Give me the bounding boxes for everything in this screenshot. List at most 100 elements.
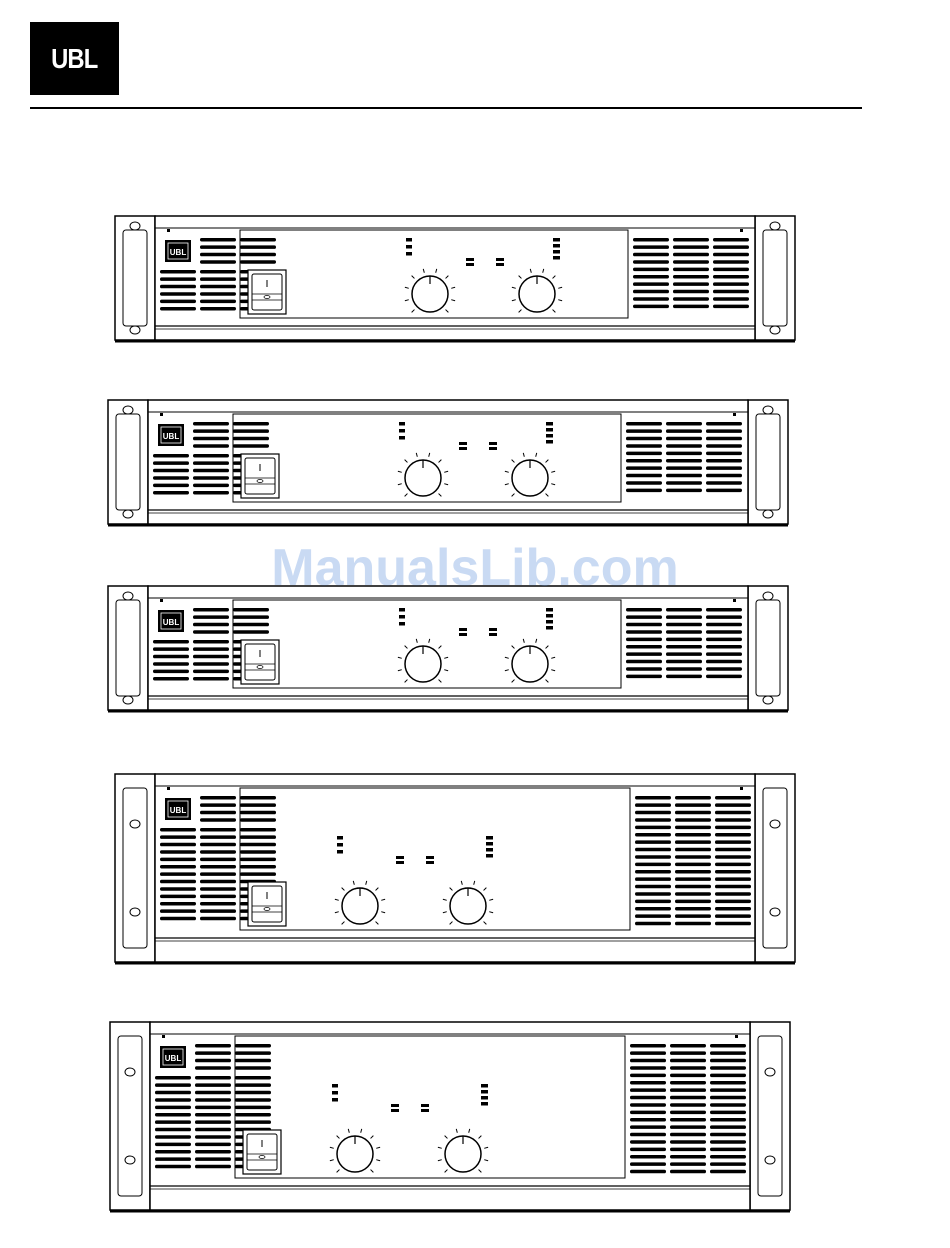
- vent-slot-right: [635, 803, 671, 807]
- mount-hole: [123, 592, 133, 600]
- vent-slot-left: [193, 444, 229, 448]
- vent-slot-left: [160, 872, 196, 876]
- vent-slot-right: [675, 877, 711, 881]
- vent-slot-right: [715, 840, 751, 844]
- vent-slot-left: [240, 850, 276, 854]
- vent-slot-right: [675, 855, 711, 859]
- vent-slot-left: [240, 835, 276, 839]
- led-meter-left: [399, 608, 405, 612]
- vent-slot-right: [710, 1140, 746, 1144]
- vent-slot-left: [200, 796, 236, 800]
- vent-slot-right: [635, 840, 671, 844]
- vent-slot-right: [675, 811, 711, 815]
- vent-slot-right: [706, 444, 742, 448]
- led-meter-left: [332, 1084, 338, 1088]
- led-meter-right: [546, 614, 553, 618]
- vent-slot-right: [706, 608, 742, 612]
- screw: [733, 413, 736, 416]
- vent-slot-left: [160, 858, 196, 862]
- vent-slot-right: [626, 652, 662, 656]
- vent-slot-left: [155, 1091, 191, 1095]
- vent-slot-left: [200, 260, 236, 264]
- status-led-1: [459, 442, 467, 445]
- amplifier-front-panel-1: UBL: [115, 216, 795, 342]
- vent-slot-left: [155, 1157, 191, 1161]
- rack-handle-right: [758, 1036, 782, 1196]
- mount-hole: [123, 406, 133, 414]
- vent-slot-right: [706, 452, 742, 456]
- vent-slot-left: [235, 1106, 271, 1110]
- vent-slot-left: [155, 1076, 191, 1080]
- status-led-2: [426, 861, 434, 864]
- rack-handle-left: [123, 230, 147, 326]
- vent-slot-left: [193, 476, 229, 480]
- vent-slot-right: [713, 297, 749, 301]
- screw: [160, 413, 163, 416]
- status-led-1: [459, 633, 467, 636]
- vent-slot-right: [666, 615, 702, 619]
- vent-slot-right: [675, 796, 711, 800]
- vent-slot-right: [630, 1170, 666, 1174]
- led-meter-right: [553, 238, 560, 242]
- vent-slot-left: [195, 1083, 231, 1087]
- vent-slot-right: [635, 877, 671, 881]
- vent-slot-right: [715, 811, 751, 815]
- led-meter-left: [337, 843, 343, 847]
- led-meter-right: [546, 422, 553, 426]
- vent-slot-right: [710, 1059, 746, 1063]
- vent-slot-right: [710, 1111, 746, 1115]
- mount-hole: [770, 908, 780, 916]
- vent-slot-right: [673, 253, 709, 256]
- vent-slot-right: [706, 630, 742, 634]
- control-panel: [240, 788, 630, 930]
- vent-slot-right: [626, 675, 662, 679]
- vent-slot-left: [200, 253, 236, 256]
- led-meter-left: [406, 245, 412, 249]
- vent-slot-right: [626, 660, 662, 664]
- vent-slot-right: [710, 1044, 746, 1048]
- mount-hole: [770, 820, 780, 828]
- vent-slot-left: [200, 895, 236, 899]
- vent-slot-right: [670, 1148, 706, 1152]
- vent-slot-left: [153, 677, 189, 681]
- vent-slot-right: [675, 922, 711, 926]
- vent-slot-left: [200, 909, 236, 913]
- vent-slot-left: [233, 422, 269, 426]
- rack-handle-right: [763, 788, 787, 948]
- vent-slot-right: [626, 645, 662, 649]
- vent-slot-left: [240, 803, 276, 807]
- rack-handle-right: [756, 414, 780, 510]
- status-led-2: [421, 1104, 429, 1107]
- vent-slot-left: [153, 647, 189, 651]
- vent-slot-right: [630, 1103, 666, 1107]
- vent-slot-left: [160, 909, 196, 913]
- mount-hole: [130, 326, 140, 334]
- vent-slot-right: [630, 1148, 666, 1152]
- led-meter-right: [553, 250, 560, 254]
- vent-slot-right: [713, 260, 749, 264]
- vent-slot-right: [706, 437, 742, 441]
- led-meter-right: [481, 1102, 488, 1106]
- vent-slot-right: [670, 1066, 706, 1070]
- vent-slot-right: [666, 474, 702, 478]
- vent-slot-right: [670, 1059, 706, 1063]
- vent-slot-right: [666, 652, 702, 656]
- vent-slot-left: [160, 895, 196, 899]
- header-divider: [30, 107, 862, 109]
- vent-slot-left: [235, 1076, 271, 1080]
- vent-slot-right: [715, 870, 751, 874]
- led-meter-left: [337, 836, 343, 840]
- vent-slot-right: [635, 833, 671, 837]
- vent-slot-left: [153, 640, 189, 644]
- led-meter-right: [486, 842, 493, 846]
- status-led-2: [421, 1109, 429, 1112]
- vent-slot-left: [193, 484, 229, 488]
- screw: [167, 787, 170, 790]
- vent-slot-right: [670, 1170, 706, 1174]
- led-meter-right: [481, 1084, 488, 1088]
- vent-slot-right: [706, 459, 742, 463]
- status-led-2: [489, 447, 497, 450]
- vent-slot-left: [240, 828, 276, 832]
- vent-slot-right: [715, 855, 751, 859]
- vent-slot-right: [713, 245, 749, 249]
